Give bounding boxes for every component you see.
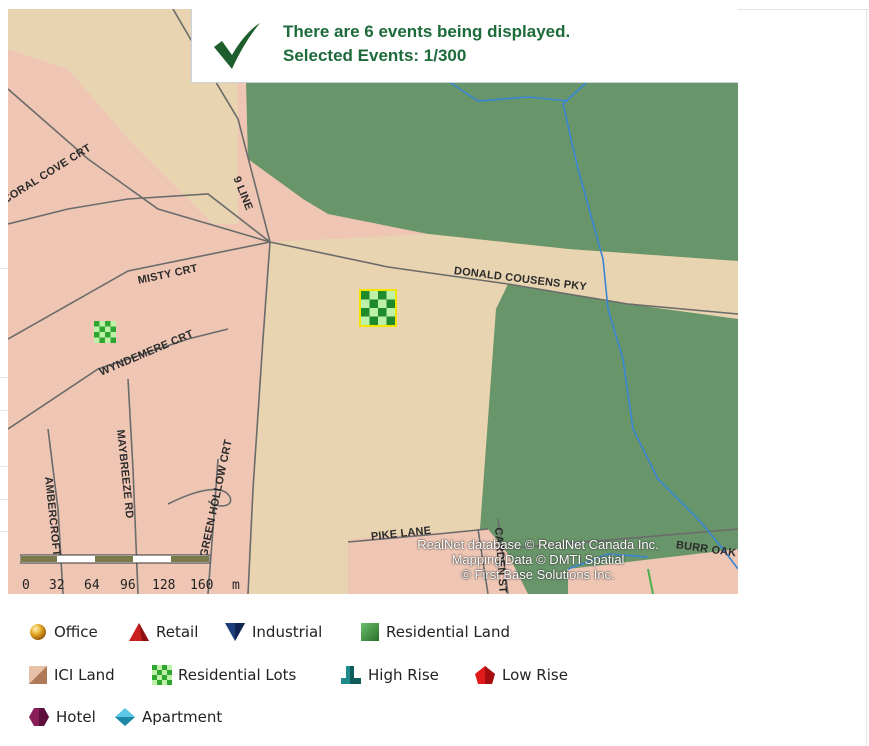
credit-line: Mapping Data © DMTI Spatial <box>451 552 625 567</box>
industrial-inverted-triangle-icon <box>225 623 245 641</box>
map-credit: RealNet database © RealNet Canada Inc. M… <box>358 537 718 582</box>
legend-item-residential-lots: Residential Lots <box>152 665 296 685</box>
legend-item-ici-land: ICI Land <box>28 665 115 685</box>
left-rule <box>0 466 10 467</box>
low-rise-house-icon <box>475 666 495 684</box>
right-border <box>866 9 867 746</box>
banner-line-selected: Selected Events: 1/300 <box>283 46 467 65</box>
scale-label: 160 <box>190 578 214 593</box>
left-rule <box>0 531 10 532</box>
legend-label: Low Rise <box>502 666 568 684</box>
scale-bar-graphic <box>19 554 211 564</box>
legend-label: ICI Land <box>54 666 115 684</box>
legend-label: Office <box>54 623 98 641</box>
checkmark-icon <box>214 23 260 69</box>
event-count-banner: There are 6 events being displayed. Sele… <box>191 9 738 83</box>
scale-label: 128 <box>152 578 176 593</box>
legend-label: Residential Lots <box>178 666 297 684</box>
scale-label: 64 <box>84 578 100 593</box>
scale-label: 32 <box>49 578 65 593</box>
banner-line-events: There are 6 events being displayed. <box>283 22 571 41</box>
retail-triangle-icon <box>129 623 149 641</box>
event-marker[interactable] <box>94 321 116 343</box>
scale-label: 96 <box>120 578 136 593</box>
legend-label: Retail <box>156 623 199 641</box>
left-rule <box>0 499 10 500</box>
residential-lots-checker-icon <box>152 665 172 685</box>
legend-item-industrial: Industrial <box>224 622 322 642</box>
top-border <box>738 9 869 10</box>
high-rise-building-icon <box>341 666 361 684</box>
scale-bar: 0 32 64 96 128 160 m <box>19 550 240 593</box>
legend-item-retail: Retail <box>128 622 198 642</box>
left-rule <box>0 377 10 378</box>
scale-label: 0 <box>22 578 30 593</box>
map-view[interactable]: CORAL COVE CRT 9 LINE MISTY CRT DONALD C… <box>8 9 738 594</box>
legend-item-hotel: Hotel <box>28 707 96 727</box>
legend-item-high-rise: High Rise <box>340 665 439 685</box>
legend-item-low-rise: Low Rise <box>474 665 568 685</box>
event-marker-selected[interactable] <box>359 289 397 327</box>
ici-land-square-icon <box>29 666 47 684</box>
map-base-layer <box>8 9 738 594</box>
credit-line: © First Base Solutions Inc. <box>461 567 615 582</box>
legend-label: Residential Land <box>386 623 510 641</box>
left-rule <box>0 268 10 269</box>
legend-label: High Rise <box>368 666 439 684</box>
legend-label: Apartment <box>142 708 223 726</box>
left-rule <box>0 410 10 411</box>
credit-line: RealNet database © RealNet Canada Inc. <box>417 537 659 552</box>
hotel-hexagon-icon <box>29 708 49 726</box>
legend-label: Hotel <box>56 708 96 726</box>
legend-item-office: Office <box>28 622 98 642</box>
office-sphere-icon <box>30 624 46 640</box>
residential-land-square-icon <box>361 623 379 641</box>
legend-label: Industrial <box>252 623 323 641</box>
legend-item-apartment: Apartment <box>114 707 222 727</box>
apartment-diamond-icon <box>115 708 135 726</box>
legend-item-residential-land: Residential Land <box>360 622 510 642</box>
scale-unit: m <box>232 578 240 593</box>
